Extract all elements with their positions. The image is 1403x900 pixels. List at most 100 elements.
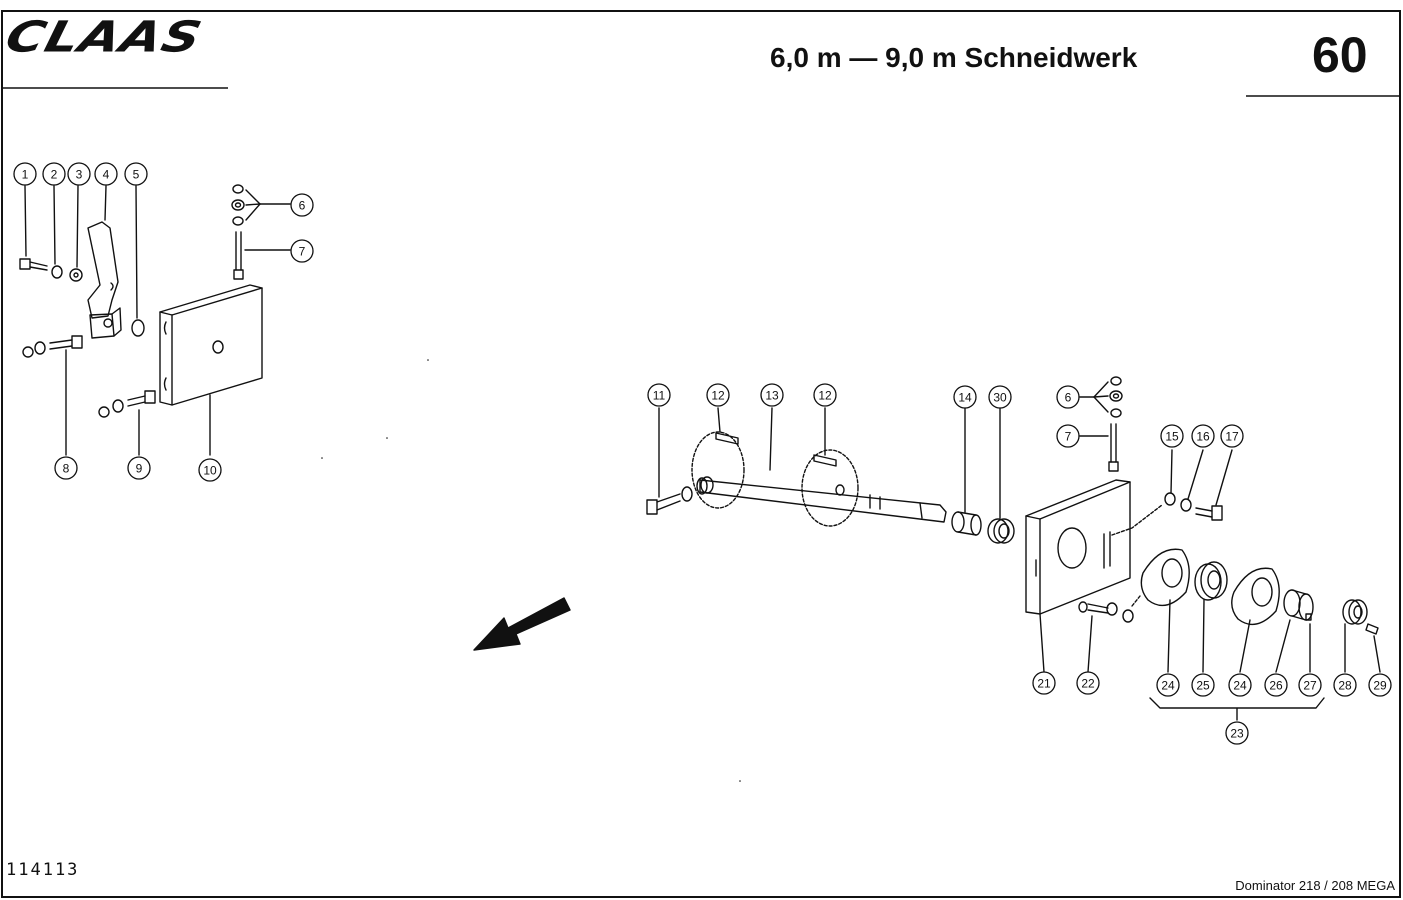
callout-right-6: 6 [1056, 385, 1080, 409]
direction-arrow-icon [473, 597, 571, 651]
key-part-12-left [715, 432, 739, 445]
callout-label: 25 [1196, 679, 1210, 693]
callout-label: 29 [1373, 679, 1387, 693]
callout-left-7: 8 [54, 456, 78, 480]
callout-label: 24 [1161, 679, 1175, 693]
callout-right-4: 14 [953, 385, 977, 409]
callout-right-19: 29 [1368, 673, 1392, 697]
callout-right-9: 16 [1191, 424, 1215, 448]
callout-right-15: 24 [1228, 673, 1252, 697]
callout-right-1: 12 [706, 383, 730, 407]
callout-label: 24 [1233, 679, 1247, 693]
plate-part-21 [1025, 479, 1131, 673]
callout-right-2: 13 [760, 383, 784, 407]
callout-label: 2 [51, 168, 58, 182]
callout-label: 10 [203, 464, 217, 478]
shaft-part-13 [696, 477, 947, 523]
callout-label: 28 [1338, 679, 1352, 693]
washer-part-15 [1164, 492, 1176, 506]
scan-specks [321, 359, 741, 782]
callout-left-9: 10 [198, 458, 222, 482]
bushing-part-14 [951, 407, 982, 536]
callout-label: 8 [63, 462, 70, 476]
callout-label: 12 [711, 389, 725, 403]
callout-left-0: 1 [13, 162, 37, 186]
callout-left-1: 2 [42, 162, 66, 186]
ring-part-5 [131, 319, 145, 337]
callout-right-5: 30 [988, 385, 1012, 409]
washer-part-3 [69, 268, 83, 282]
callout-left-8: 9 [127, 456, 151, 480]
callout-label: 4 [103, 168, 110, 182]
callout-left-4: 5 [124, 162, 148, 186]
callout-label: 6 [299, 199, 306, 213]
callout-label: 12 [818, 389, 832, 403]
callout-right-8: 15 [1160, 424, 1184, 448]
bolt-part-9 [98, 390, 156, 456]
callout-label: 14 [958, 391, 972, 405]
stud-part-7-right [1079, 423, 1119, 472]
key-part-12-right [813, 454, 837, 467]
callout-label: 27 [1303, 679, 1317, 693]
bearing-part-30 [987, 407, 1015, 544]
callout-left-5: 6 [290, 193, 314, 217]
callout-label: 15 [1165, 430, 1179, 444]
flange-plate-part-24 [1140, 548, 1190, 673]
grub-screw-part-27 [1305, 613, 1312, 621]
callout-right-12: 22 [1076, 671, 1100, 695]
nut-group-part-6-right [1079, 376, 1123, 418]
document-code: 114113 [6, 860, 80, 880]
callout-label: 7 [1065, 430, 1072, 444]
bolt-part-1 [19, 258, 48, 271]
page-title: 6,0 m — 9,0 m Schneidwerk [770, 42, 1138, 73]
flange-left [691, 431, 745, 509]
callout-label: 26 [1269, 679, 1283, 693]
callout-label: 17 [1225, 430, 1239, 444]
collar-part-26 [1275, 589, 1314, 673]
callout-label: 30 [993, 391, 1007, 405]
callout-right-10: 17 [1220, 424, 1244, 448]
callout-label: 21 [1037, 677, 1051, 691]
callout-right-20: 23 [1225, 721, 1249, 745]
callout-right-13: 24 [1156, 673, 1180, 697]
callout-right-0: 11 [647, 383, 671, 407]
callout-label: 7 [299, 245, 306, 259]
bearing-part-28 [1342, 599, 1368, 673]
washer-part-2 [51, 265, 63, 279]
callout-label: 5 [133, 168, 140, 182]
callout-label: 22 [1081, 677, 1095, 691]
lever-part-4 [87, 221, 122, 339]
callout-label: 3 [76, 168, 83, 182]
callout-right-11: 21 [1032, 671, 1056, 695]
callout-right-14: 25 [1191, 673, 1215, 697]
bolt-part-11 [646, 407, 681, 515]
page-number: 60 [1312, 27, 1368, 83]
flange-plate-part-24-second [1231, 567, 1280, 673]
stud-part-7 [233, 231, 291, 280]
callout-right-16: 26 [1264, 673, 1288, 697]
flange-right [801, 449, 859, 527]
bolt-part-8 [22, 335, 83, 456]
callout-left-6: 7 [290, 239, 314, 263]
callout-right-17: 27 [1298, 673, 1322, 697]
callout-label: 11 [653, 389, 666, 403]
callout-label: 13 [765, 389, 779, 403]
callout-left-2: 3 [67, 162, 91, 186]
assembly-bracket-23 [1149, 697, 1325, 721]
callout-label: 6 [1065, 391, 1072, 405]
callout-label: 16 [1196, 430, 1210, 444]
bolt-part-17 [1195, 449, 1233, 521]
washer [681, 486, 693, 502]
bearing-part-25 [1194, 561, 1228, 673]
callout-left-3: 4 [94, 162, 118, 186]
screw-part-29 [1365, 623, 1381, 673]
callout-label: 1 [22, 168, 29, 182]
callout-label: 23 [1230, 727, 1244, 741]
washer-part-16 [1180, 498, 1192, 512]
callout-right-7: 7 [1056, 424, 1080, 448]
callout-right-18: 28 [1333, 673, 1357, 697]
bolt-part-22 [1078, 601, 1134, 673]
nut-group-part-6 [231, 184, 291, 226]
